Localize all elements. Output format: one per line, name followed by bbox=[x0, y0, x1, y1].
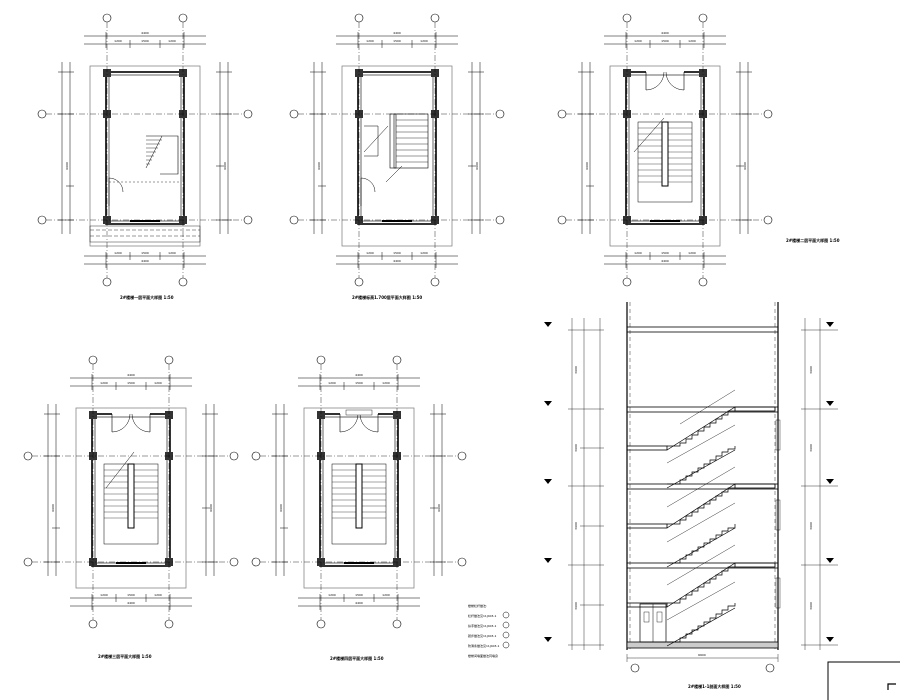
note-line-1: 栏杆做法见11J403-1 bbox=[468, 613, 497, 618]
plan-third-title: 2#楼梯三层平面大样图 1:50 bbox=[98, 653, 152, 659]
notes-block: 楼梯栏杆做法: 栏杆做法见11J403-1 扶手做法见11J403-1 踏步做法… bbox=[468, 603, 510, 658]
svg-text:3600: 3600 bbox=[809, 366, 813, 374]
plan-second-title: 2#楼梯二层平面大样图 1:50 bbox=[786, 237, 840, 243]
section-title: 2#楼梯1-1剖面大样图 1:50 bbox=[688, 683, 741, 689]
note-line-4: 防滑条做法见11J403-1 bbox=[468, 643, 500, 648]
plan-mezz bbox=[289, 13, 505, 287]
plan-mezz-title: 2#楼梯标高1.700层平面大样图 1:50 bbox=[352, 294, 422, 300]
note-line-0: 楼梯栏杆做法: bbox=[468, 603, 487, 608]
svg-text:3600: 3600 bbox=[574, 366, 578, 374]
plan-second bbox=[557, 13, 773, 287]
note-line-3: 踏步做法见11J403-1 bbox=[468, 633, 497, 638]
plan-ground bbox=[37, 13, 253, 287]
title-block-corner bbox=[827, 661, 900, 700]
svg-text:3600: 3600 bbox=[574, 602, 578, 610]
note-line-2: 扶手做法见11J403-1 bbox=[468, 623, 497, 628]
svg-text:3600: 3600 bbox=[809, 444, 813, 452]
note-line-5: 楼梯间墙面做法同墙身 bbox=[468, 653, 498, 658]
svg-text:3600: 3600 bbox=[574, 522, 578, 530]
svg-text:3600: 3600 bbox=[809, 602, 813, 610]
section-1-1: 3600 3600 3600 3600 3600 3600 3600 3600 bbox=[544, 302, 838, 673]
svg-text:6600: 6600 bbox=[698, 653, 706, 657]
plan-fourth-title: 2#楼梯四层平面大样图 1:50 bbox=[330, 655, 384, 661]
svg-text:3600: 3600 bbox=[574, 444, 578, 452]
title-block-mark bbox=[887, 683, 896, 690]
svg-text:3600: 3600 bbox=[809, 522, 813, 530]
plan-fourth bbox=[251, 355, 467, 629]
plan-third bbox=[23, 355, 239, 629]
plan-ground-title: 2#楼梯一层平面大样图 1:50 bbox=[120, 294, 174, 300]
